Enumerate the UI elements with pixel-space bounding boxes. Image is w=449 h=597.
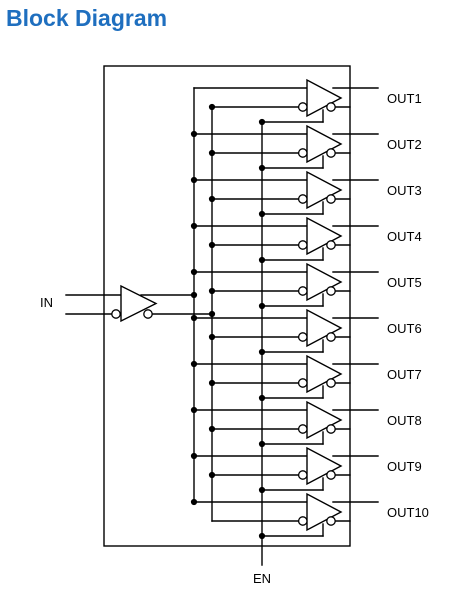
output-driver xyxy=(297,124,343,164)
junction-dot xyxy=(258,486,266,494)
junction-dot xyxy=(258,394,266,402)
output-driver xyxy=(297,354,343,394)
inversion-bubble xyxy=(143,309,153,319)
inversion-bubble xyxy=(297,240,308,250)
chip-outline xyxy=(103,65,351,547)
output-driver xyxy=(297,492,343,532)
junction-dot xyxy=(208,471,216,479)
inversion-bubble xyxy=(297,332,308,342)
driver-triangle xyxy=(306,308,343,348)
inversion-bubble xyxy=(326,102,336,112)
junction-dot xyxy=(208,425,216,433)
output-label: OUT7 xyxy=(387,367,422,382)
receiver-triangle xyxy=(120,284,158,323)
inversion-bubble xyxy=(297,148,308,158)
junction-dot xyxy=(190,222,198,230)
inversion-bubble xyxy=(326,424,336,434)
driver-gates xyxy=(111,78,343,532)
junction-dot xyxy=(208,195,216,203)
junction-dot xyxy=(258,256,266,264)
driver-triangle xyxy=(306,354,343,394)
enable-label: EN xyxy=(253,571,271,586)
input-label: IN xyxy=(40,295,53,310)
junction-dot xyxy=(208,241,216,249)
inversion-bubble xyxy=(297,424,308,434)
inversion-bubble xyxy=(326,470,336,480)
page-title: Block Diagram xyxy=(6,5,168,31)
inversion-bubble xyxy=(297,194,308,204)
output-label: OUT2 xyxy=(387,137,422,152)
output-driver xyxy=(297,262,343,302)
output-driver xyxy=(297,400,343,440)
junction-dot xyxy=(208,379,216,387)
driver-triangle xyxy=(306,216,343,256)
inversion-bubble xyxy=(297,378,308,388)
driver-triangle xyxy=(306,78,343,118)
junction-dot xyxy=(190,268,198,276)
output-label: OUT5 xyxy=(387,275,422,290)
output-label: OUT1 xyxy=(387,91,422,106)
junction-dot xyxy=(258,440,266,448)
junction-dot xyxy=(208,287,216,295)
output-driver xyxy=(297,170,343,210)
junction-dot xyxy=(258,164,266,172)
inversion-bubble xyxy=(111,309,121,319)
driver-triangle xyxy=(306,262,343,302)
junction-dot xyxy=(190,314,198,322)
junction-dot xyxy=(208,149,216,157)
output-label: OUT3 xyxy=(387,183,422,198)
junction-dot xyxy=(190,452,198,460)
inversion-bubble xyxy=(326,378,336,388)
junction-dot xyxy=(208,333,216,341)
input-receiver xyxy=(111,284,158,323)
inversion-bubble xyxy=(326,194,336,204)
driver-triangle xyxy=(306,124,343,164)
inversion-bubble xyxy=(326,516,336,526)
output-label: OUT9 xyxy=(387,459,422,474)
inversion-bubble xyxy=(326,240,336,250)
driver-triangle xyxy=(306,492,343,532)
inversion-bubble xyxy=(326,332,336,342)
inversion-bubble xyxy=(326,286,336,296)
junction-dot xyxy=(258,210,266,218)
junction-dot xyxy=(190,360,198,368)
output-driver xyxy=(297,308,343,348)
driver-triangle xyxy=(306,446,343,486)
output-label: OUT10 xyxy=(387,505,429,520)
junction-dot xyxy=(258,118,266,126)
inversion-bubble xyxy=(326,148,336,158)
junction-dot xyxy=(258,348,266,356)
driver-triangle xyxy=(306,170,343,210)
output-driver xyxy=(297,78,343,118)
wiring xyxy=(65,65,379,566)
pin-labels: OUT1OUT2OUT3OUT4OUT5OUT6OUT7OUT8OUT9OUT1… xyxy=(40,91,429,586)
output-label: OUT6 xyxy=(387,321,422,336)
output-driver xyxy=(297,216,343,256)
inversion-bubble xyxy=(297,286,308,296)
junction-dot xyxy=(208,103,216,111)
junction-dot xyxy=(190,498,198,506)
driver-triangle xyxy=(306,400,343,440)
junction-dot xyxy=(258,302,266,310)
junction-dot xyxy=(190,406,198,414)
output-label: OUT8 xyxy=(387,413,422,428)
junction-dot xyxy=(190,130,198,138)
inversion-bubble xyxy=(297,516,308,526)
junction-dot xyxy=(190,176,198,184)
junction-dot xyxy=(258,532,266,540)
inversion-bubble xyxy=(297,470,308,480)
inversion-bubble xyxy=(297,102,308,112)
output-driver xyxy=(297,446,343,486)
output-label: OUT4 xyxy=(387,229,422,244)
